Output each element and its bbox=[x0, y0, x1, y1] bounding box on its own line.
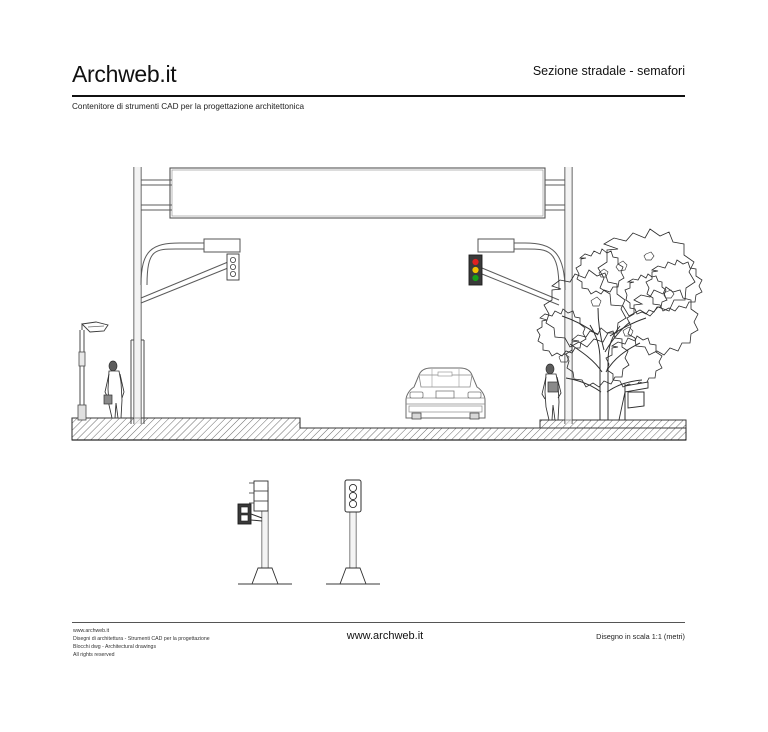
header-subtitle: Contenitore di strumenti CAD per la prog… bbox=[72, 102, 305, 111]
car-front-elevation bbox=[405, 367, 486, 420]
drawing-title: Sezione stradale - semafori bbox=[532, 64, 685, 78]
red-lamp-icon bbox=[472, 258, 479, 266]
page-title: Archweb.it bbox=[72, 61, 177, 87]
ground-hatch bbox=[71, 417, 687, 441]
footer-line-4: All rights reserved bbox=[73, 652, 115, 659]
traffic-light-left-outline bbox=[140, 253, 240, 304]
sign-box-right bbox=[477, 238, 566, 291]
footer-credits: www.archweb.it Disegni di architettura -… bbox=[73, 627, 210, 659]
detail-pole-vehicle-signal bbox=[326, 479, 380, 585]
traffic-light-right-colored bbox=[468, 254, 560, 306]
header-divider bbox=[72, 95, 685, 98]
footer-line-3: Blocchi dwg - Architectural drawings bbox=[73, 644, 157, 651]
green-lamp-icon bbox=[472, 274, 479, 282]
footer-line-2: Disegni di architettura - Strumenti CAD … bbox=[73, 636, 210, 643]
amber-lamp-icon bbox=[472, 266, 479, 274]
footer-divider bbox=[72, 622, 685, 623]
pedestrian-left bbox=[103, 360, 125, 419]
deciduous-tree bbox=[536, 228, 703, 420]
footer-site-link[interactable]: www.archweb.it bbox=[346, 630, 424, 642]
bench bbox=[618, 381, 649, 421]
street-lamp bbox=[77, 321, 109, 421]
pedestrian-right bbox=[541, 363, 562, 421]
sign-box-left bbox=[140, 238, 241, 286]
footer-url: www.archweb.it bbox=[73, 628, 110, 634]
footer-scale-note: Disegno in scala 1:1 (metri) bbox=[596, 632, 685, 641]
gantry-column-left bbox=[130, 167, 172, 424]
gantry-column-right bbox=[545, 167, 573, 424]
detail-pole-pedestrian-signal bbox=[237, 480, 292, 585]
overhead-gantry-sign-panel bbox=[169, 167, 546, 219]
